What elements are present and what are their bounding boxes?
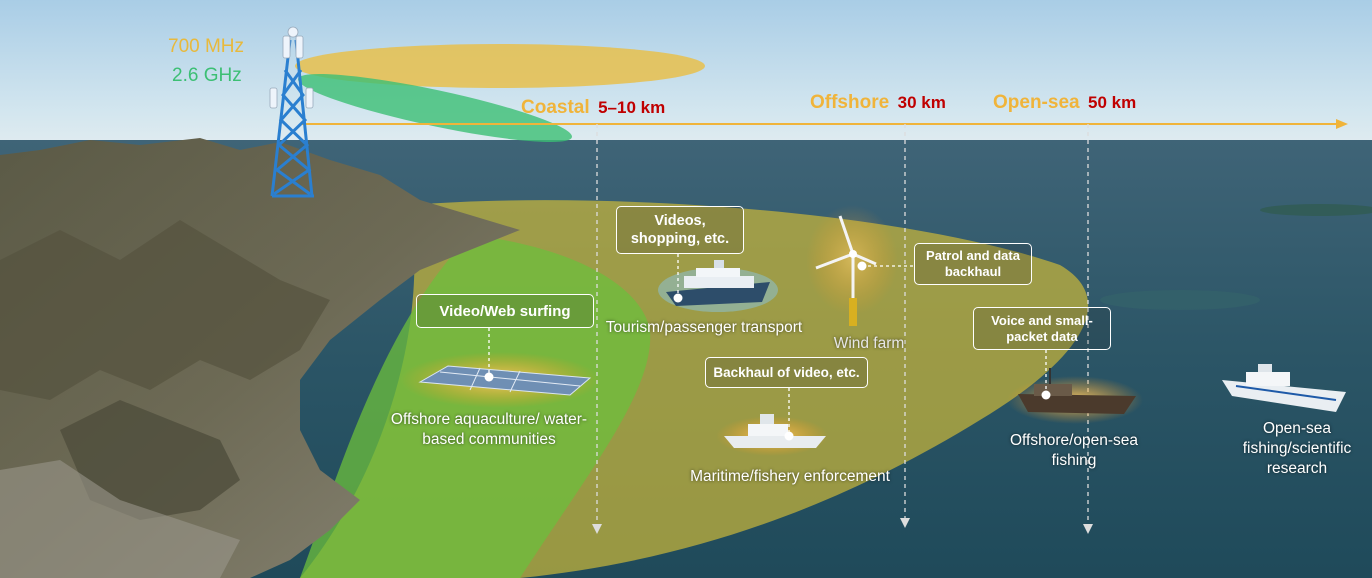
cell-tower-icon <box>270 39 314 198</box>
service-voice-small-box: Voice and small-packet data <box>973 307 1111 350</box>
scenario-research: Open-sea fishing/scientific research <box>1242 420 1352 477</box>
service-voice-small-text: Voice and small-packet data <box>991 312 1093 344</box>
service-videos-shopping-text: Videos, shopping, etc. <box>630 213 730 247</box>
cruise-ship-icon <box>658 260 778 312</box>
service-videos-shopping-box: Videos, shopping, etc. <box>616 206 744 254</box>
zone-open-sea-distance: 50 km <box>1088 93 1137 112</box>
service-video-web-text: Video/Web surfing <box>439 302 571 320</box>
scenario-aquaculture: Offshore aquaculture/ water-based commun… <box>390 411 588 448</box>
solar-raft-icon <box>400 352 600 408</box>
freq-26-label: 2.6 GHz <box>172 65 242 86</box>
zone-offshore-distance: 30 km <box>897 93 946 112</box>
zone-open-sea-name: Open-sea <box>993 92 1080 113</box>
patrol-boat-icon <box>716 414 828 456</box>
scenario-offshore-fishing: Offshore/open-sea fishing <box>1009 432 1139 469</box>
zone-open-sea: Open-sea 50 km <box>993 92 1136 114</box>
zone-offshore-name: Offshore <box>810 92 890 113</box>
scenario-wind-farm: Wind farm <box>833 335 905 352</box>
scenario-enforcement: Maritime/fishery enforcement <box>690 468 890 485</box>
zone-coastal: Coastal 5–10 km <box>521 97 665 119</box>
service-backhaul-video-text: Backhaul of video, etc. <box>713 365 860 380</box>
service-patrol-backhaul-box: Patrol and data backhaul <box>914 243 1032 285</box>
service-patrol-backhaul-text: Patrol and data backhaul <box>926 248 1020 279</box>
freq-700-label: 700 MHz <box>168 36 245 57</box>
service-video-web-box: Video/Web surfing <box>416 294 594 328</box>
zone-coastal-name: Coastal <box>521 97 590 118</box>
research-vessel-icon <box>1222 364 1346 412</box>
zone-coastal-distance: 5–10 km <box>598 98 666 117</box>
service-backhaul-video-box: Backhaul of video, etc. <box>705 357 868 388</box>
scenario-tourism: Tourism/passenger transport <box>605 319 803 336</box>
zone-offshore: Offshore 30 km <box>810 92 946 114</box>
wind-turbine-icon <box>806 205 898 326</box>
